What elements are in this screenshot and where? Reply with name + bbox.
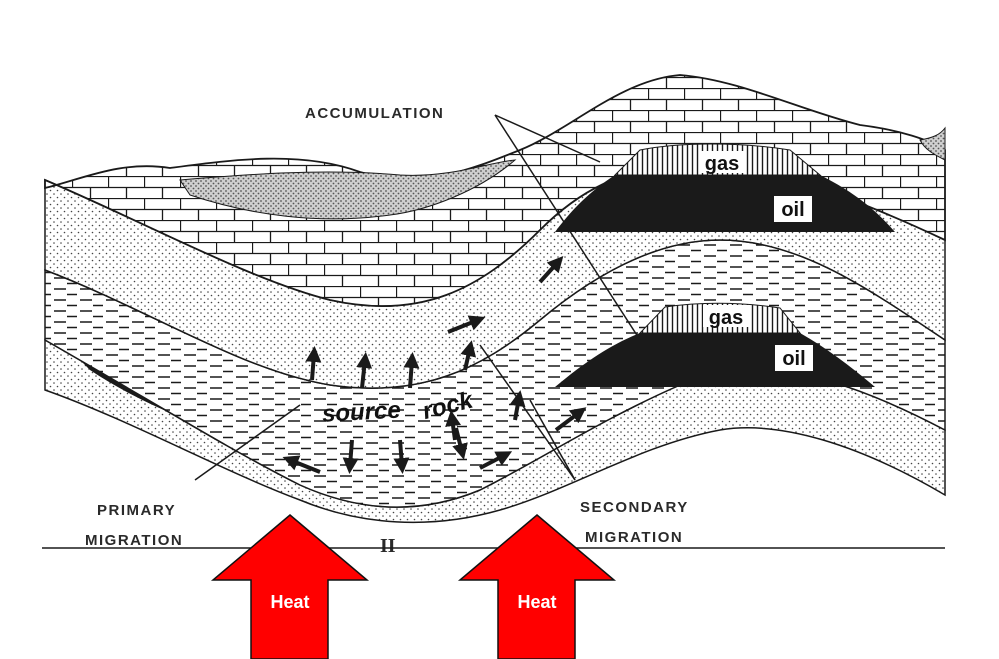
leader-lines [194, 114, 641, 481]
migration-arrow [554, 407, 587, 432]
secondary-migration-label-line1: SECONDARY [580, 499, 689, 516]
oil-lower-label: oil [782, 348, 805, 370]
migration-arrow [538, 256, 564, 284]
migration-arrow [479, 451, 513, 470]
accumulation-label: ACCUMULATION [305, 105, 444, 122]
heat-arrow-left: Heat [210, 514, 370, 659]
source-rock-label-word1: source [321, 397, 401, 428]
migration-arrow [356, 352, 373, 389]
accumulation-leader-1 [494, 114, 601, 163]
migration-arrow [393, 439, 410, 474]
gas-lower-label-box [703, 305, 749, 327]
secondary-leader-2 [479, 344, 576, 481]
gas-upper-label-box [700, 151, 744, 173]
migration-arrow [509, 390, 526, 421]
migration-arrow [342, 439, 359, 474]
primary-migration-label-line1: PRIMARY [97, 502, 176, 519]
migration-arrow [452, 427, 468, 460]
migration-arrow [445, 410, 462, 441]
gas-upper-label: gas [705, 153, 739, 175]
accumulation-leader-2 [494, 114, 641, 341]
migration-arrow [403, 352, 420, 389]
heat-label-right: Heat [517, 592, 556, 612]
limestone-cap-layer [44, 74, 946, 308]
oil-lower-label-box [775, 345, 813, 371]
primary-migration-label-line2: MIGRATION [85, 532, 183, 549]
migration-arrow [447, 315, 486, 334]
gas-lower-label: gas [709, 307, 743, 329]
secondary-migration-label-line2: MIGRATION [585, 529, 683, 546]
surface-deposit-left [179, 159, 517, 220]
migration-arrow [305, 346, 322, 381]
secondary-leader-1 [529, 399, 576, 481]
migration-arrow [460, 340, 477, 371]
oil-upper-label-box [774, 196, 812, 222]
heat-arrow-right: Heat [457, 514, 617, 659]
migration-arrows [282, 256, 587, 474]
figure-mark: II [380, 535, 396, 557]
migration-arrow [282, 455, 321, 474]
surface-deposit-right [919, 126, 946, 161]
oil-upper-label: oil [781, 199, 804, 221]
primary-leader [194, 404, 301, 481]
heat-label-left: Heat [270, 592, 309, 612]
